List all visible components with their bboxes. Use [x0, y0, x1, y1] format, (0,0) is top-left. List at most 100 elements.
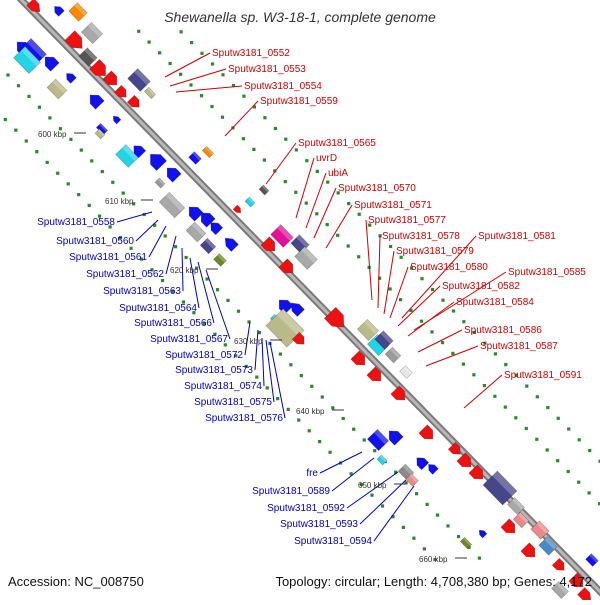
leader-line	[117, 212, 152, 222]
red-gene-label: Sputw3181_0570	[338, 183, 416, 194]
gene-arrow	[64, 71, 77, 84]
red-gene-label: Sputw3181_0591	[504, 370, 582, 381]
tick-dot	[77, 193, 80, 196]
tick-dot	[284, 138, 287, 141]
tick-dot	[462, 320, 465, 323]
leader-line	[347, 472, 398, 508]
tick-dot	[305, 202, 308, 205]
tick-dot	[493, 395, 496, 398]
tick-dot	[415, 492, 418, 495]
tick-dot	[577, 481, 580, 484]
red-gene-label: Sputw3181_0579	[396, 246, 474, 257]
tick-dot	[242, 137, 245, 140]
leader-line	[426, 346, 478, 366]
gene-block	[47, 79, 67, 99]
leader-line	[255, 330, 258, 370]
tick-dot	[352, 428, 355, 431]
gene-block	[128, 69, 151, 92]
tick-dot	[567, 427, 570, 430]
leader-line	[326, 205, 352, 248]
tick-dot	[169, 62, 172, 65]
tick-dot	[370, 494, 373, 497]
gene-arrow	[521, 543, 539, 561]
tick-dot	[567, 470, 570, 473]
gene-arrow	[222, 234, 239, 251]
tick-dot	[242, 95, 245, 98]
tick-dot	[336, 234, 339, 237]
blue-gene-label: Sputw3181_0593	[280, 519, 358, 530]
leader-line	[390, 267, 408, 318]
tick-dot	[279, 353, 282, 356]
tick-dot	[557, 417, 560, 420]
tick-dot	[255, 376, 258, 379]
tick-dot	[221, 116, 224, 119]
tick-dot	[347, 244, 350, 247]
leader-line	[320, 452, 362, 473]
tick-dot	[556, 459, 559, 462]
tick-dot	[316, 170, 319, 173]
tick-dot	[308, 429, 311, 432]
leader-line	[266, 340, 274, 402]
tick-dot	[174, 245, 177, 248]
tick-dot	[483, 384, 486, 387]
tick-dot	[373, 449, 376, 452]
tick-dot	[326, 223, 329, 226]
tick-dot	[363, 438, 366, 441]
blue-gene-label: Sputw3181_0566	[134, 318, 212, 329]
tick-dot	[426, 503, 429, 506]
tick-dot	[287, 408, 290, 411]
gene-block	[186, 222, 206, 242]
accession-text: Accession: NC_008750	[8, 574, 144, 589]
tick-dot	[326, 181, 329, 184]
page-title: Shewanella sp. W3-18-1, complete genome	[0, 9, 600, 25]
kbp-tick-label: 630 kbp	[234, 337, 263, 346]
tick-dot	[381, 504, 384, 507]
gene-block	[586, 554, 599, 567]
blue-gene-label: Sputw3181_0574	[184, 381, 262, 392]
leader-line	[366, 220, 372, 300]
leader-line	[384, 251, 394, 314]
gene-block	[155, 178, 165, 188]
tick-dot	[25, 139, 28, 142]
tick-dot	[412, 537, 415, 540]
tick-dot	[56, 172, 59, 175]
blue-gene-label: Sputw3181_0594	[294, 536, 372, 547]
blue-gene-label: Sputw3181_0592	[267, 503, 345, 514]
red-gene-label: uvrD	[316, 153, 337, 164]
tick-dot	[321, 395, 324, 398]
kbp-tick-label: 660 kbp	[419, 555, 448, 564]
gene-block	[385, 347, 401, 363]
tick-dots	[0, 30, 600, 562]
tick-dot	[6, 73, 9, 76]
red-gene-label: Sputw3181_0578	[382, 231, 460, 242]
tick-dot	[420, 277, 423, 280]
gene-arrow	[578, 587, 595, 600]
tick-dot	[472, 373, 475, 376]
gene-arrow	[385, 427, 403, 445]
leader-line	[176, 86, 242, 92]
tick-dot	[164, 234, 167, 237]
tick-dot	[276, 397, 279, 400]
gene-block	[367, 429, 388, 450]
red-gene-label: Sputw3181_0586	[464, 325, 542, 336]
blue-gene-label: Sputw3181_0589	[252, 486, 330, 497]
leader-line	[270, 342, 285, 418]
tick-dot	[420, 320, 423, 323]
gene-arrow	[86, 91, 104, 109]
gene-block	[377, 455, 387, 465]
gene-arrow	[413, 454, 429, 470]
leader-line	[464, 375, 502, 408]
gene-block	[214, 254, 227, 267]
blue-gene-label: Sputw3181_0562	[86, 269, 164, 280]
tick-dot	[14, 129, 17, 132]
blue-gene-label: Sputw3181_0567	[150, 334, 228, 345]
tick-dot	[252, 148, 255, 151]
leader-line	[165, 53, 210, 77]
tick-dot	[536, 395, 539, 398]
tick-dot	[189, 83, 192, 86]
kbp-tick-label: 640 kbp	[296, 407, 325, 416]
tick-dot	[35, 150, 38, 153]
red-gene-label: Sputw3181_0553	[228, 64, 306, 75]
